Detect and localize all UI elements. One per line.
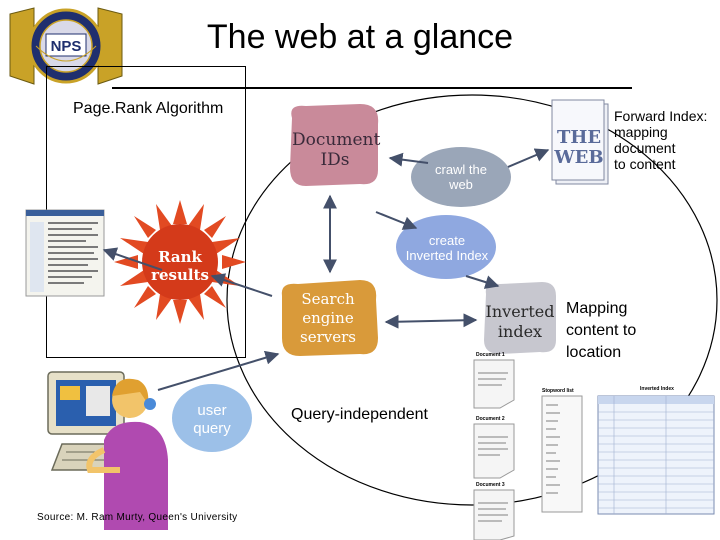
- page-title: The web at a glance: [206, 18, 514, 56]
- title-underline: [112, 87, 632, 89]
- create-to-inverted-arrow: [465, 275, 500, 289]
- mapping-label: Mapping content to location: [566, 300, 637, 361]
- create-inverted-index-node: [396, 215, 496, 279]
- search-engine-servers-node: [281, 280, 378, 356]
- rank-to-pages-arrow: [102, 247, 163, 271]
- nps-logo: NPS: [6, 6, 126, 88]
- the-web-book-icon: [551, 99, 609, 185]
- doc2-caption: Document 2: [476, 416, 505, 422]
- stopword-caption: Stopword list: [542, 388, 574, 394]
- web-circle: [226, 94, 718, 506]
- query-independent-label: Query-independent: [291, 406, 428, 423]
- document-ids-node: [290, 104, 379, 186]
- crawl-to-web-arrow: [507, 148, 550, 168]
- pagerank-label: Page.Rank Algorithm: [73, 100, 224, 117]
- crawl-the-web-node: [411, 147, 511, 207]
- servers-to-rank-arrow: [210, 273, 273, 297]
- to-create-index-arrow: [375, 211, 418, 230]
- webpage-thumbnail-icon: [25, 209, 105, 297]
- doc1-caption: Document 1: [476, 352, 505, 358]
- inverted-index-caption: Inverted Index: [640, 386, 674, 392]
- inverted-index-node: [484, 282, 556, 354]
- query-to-servers-arrow: [157, 350, 280, 391]
- source-caption: Source: M. Ram Murty, Queen's University: [37, 512, 238, 523]
- crawl-to-docids-arrow: [388, 152, 429, 167]
- forward-index-label: Forward Index: mapping document to conte…: [614, 108, 708, 172]
- documents-figure: [473, 359, 715, 540]
- user-query-node: [172, 384, 252, 452]
- logo-text: NPS: [51, 38, 82, 55]
- servers-inverted-arrow: [384, 313, 478, 329]
- doc3-caption: Document 3: [476, 482, 505, 488]
- user-at-computer-icon: [47, 371, 168, 530]
